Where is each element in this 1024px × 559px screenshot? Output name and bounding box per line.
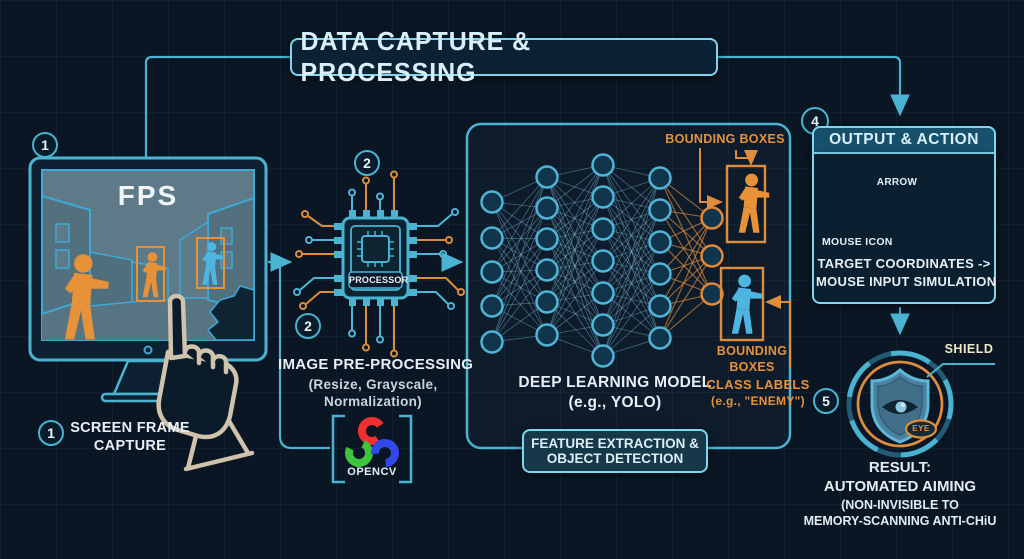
nn-node	[535, 290, 559, 314]
step-badge-2-bottom: 2	[295, 313, 321, 339]
first-person-gun-icon	[206, 285, 254, 340]
feature-extraction-box: FEATURE EXTRACTION & OBJECT DETECTION	[522, 429, 708, 473]
nn-node	[591, 313, 615, 337]
monitor-graphic	[28, 156, 268, 472]
step-badge-1-caption: 1	[38, 420, 64, 446]
nn-node	[535, 227, 559, 251]
nn-node	[480, 226, 504, 250]
arrow-label: ARROW	[876, 177, 918, 188]
eye-badge	[904, 419, 938, 439]
nn-node	[480, 190, 504, 214]
nn-node	[480, 330, 504, 354]
result-line3: (NON-INVISIBLE TO	[841, 497, 959, 512]
nn-node	[535, 323, 559, 347]
nn-node	[648, 198, 672, 222]
output-action-body	[812, 154, 996, 304]
hand-cursor-icon	[156, 293, 255, 472]
preprocessing-heading: IMAGE PRE-PROCESSING	[278, 356, 474, 373]
nn-node	[648, 294, 672, 318]
processor-chip-label: PROCESSOR	[349, 275, 409, 285]
step-badge-5: 5	[813, 388, 839, 414]
nn-node	[648, 166, 672, 190]
nn-output-node	[700, 244, 724, 268]
nn-node	[591, 153, 615, 177]
class-labels-line2: (e.g., "ENEMY")	[711, 394, 805, 408]
opencv-logo	[331, 414, 413, 484]
feature-box-line2: OBJECT DETECTION	[546, 451, 684, 466]
nn-node	[535, 258, 559, 282]
nn-node	[591, 281, 615, 305]
fps-title: FPS	[117, 180, 179, 211]
processor-graphic	[293, 170, 465, 358]
opencv-label: OPENCV	[347, 466, 397, 478]
nn-node	[591, 344, 615, 368]
shield-callout-line	[926, 363, 995, 378]
class-labels-line1: CLASS LABELS	[706, 377, 810, 392]
nn-node	[648, 230, 672, 254]
result-line1: RESULT:	[868, 459, 932, 476]
screen-frame-caption-line2: CAPTURE	[93, 438, 167, 454]
mouse-icon-label: MOUSE ICON	[822, 236, 893, 248]
result-block: RESULT: AUTOMATED AIMING (NON-INVISIBLE …	[790, 459, 1010, 529]
nn-node	[535, 196, 559, 220]
shield-label: SHIELD	[944, 342, 994, 356]
nn-node	[591, 249, 615, 273]
page-title: DATA CAPTURE & PROCESSING	[300, 26, 532, 87]
nn-node	[591, 217, 615, 241]
model-heading-line2: (e.g., YOLO)	[568, 394, 662, 411]
bounding-box-blue	[719, 266, 765, 342]
output-action-title: OUTPUT & ACTION	[829, 131, 979, 148]
result-line2: AUTOMATED AIMING	[823, 477, 977, 495]
bounding-boxes-bottom-label-line1: BOUNDING	[716, 344, 788, 358]
result-line4: MEMORY-SCANNING ANTI-CHiU	[803, 513, 997, 528]
model-heading-line1: DEEP LEARNING MODEL	[518, 374, 712, 391]
nn-node	[648, 326, 672, 350]
preprocessing-sub-line1: (Resize, Grayscale,	[308, 377, 438, 392]
enemy-bounding-box-screen-2	[196, 237, 225, 289]
step-badge-1-monitor: 1	[32, 132, 58, 158]
screen-frame-caption-line1: SCREEN FRAME	[70, 420, 190, 436]
nn-node	[480, 294, 504, 318]
nn-node	[535, 165, 559, 189]
preprocessing-sub-line2: Normalization)	[324, 394, 422, 409]
nn-output-node	[700, 282, 724, 306]
title-box: DATA CAPTURE & PROCESSING	[290, 26, 718, 87]
nn-node	[480, 260, 504, 284]
nn-output-node	[700, 206, 724, 230]
fps-game-scene	[42, 194, 254, 340]
nn-node	[648, 262, 672, 286]
connector-lines	[144, 55, 910, 450]
bounding-box-callouts	[699, 148, 791, 368]
nn-node	[591, 185, 615, 209]
neural-network-graphic	[480, 153, 724, 368]
feature-box-line1: FEATURE EXTRACTION &	[531, 436, 699, 451]
enemy-bounding-box-screen-1	[136, 246, 165, 302]
step-badge-2-top: 2	[354, 150, 380, 176]
target-coordinates-line2: MOUSE INPUT SIMULATION	[816, 274, 997, 289]
webcam-dot-icon	[143, 345, 153, 355]
bounding-boxes-top-label: BOUNDING BOXES	[665, 132, 785, 146]
shield-graphic	[846, 350, 995, 458]
target-coordinates-line1: TARGET COORDINATES ->	[817, 256, 991, 271]
bounding-box-orange	[725, 164, 767, 244]
eye-label: EYE	[912, 424, 930, 433]
bounding-boxes-bottom-label-line2: BOXES	[729, 360, 775, 374]
output-action-header: OUTPUT & ACTION	[812, 126, 996, 154]
